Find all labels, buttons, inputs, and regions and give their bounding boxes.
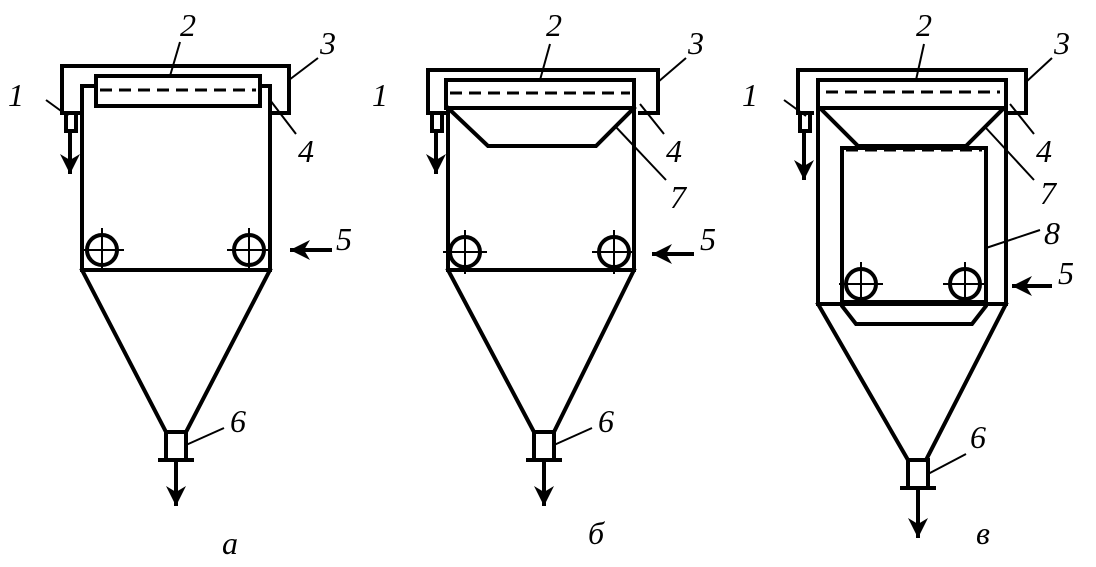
drain-spout: [430, 111, 444, 133]
leader-3: [288, 57, 319, 81]
label-4: 4: [298, 133, 314, 169]
caption-c: в: [976, 515, 990, 551]
label-2: 2: [546, 7, 562, 43]
label-1: 1: [8, 77, 24, 113]
panel-a: 1 2 3 4 5 6 а: [8, 7, 352, 561]
leader-1: [783, 99, 807, 117]
inlet-pipe-right: [943, 262, 987, 306]
leader-3: [657, 57, 687, 83]
drain-spout: [64, 111, 78, 133]
vessel-body: [80, 84, 272, 272]
leader-2: [169, 41, 181, 77]
leader-7: [614, 125, 667, 181]
leader-6: [553, 427, 593, 446]
vessel-body: [446, 106, 636, 272]
sloped-collector: [819, 107, 1005, 148]
inlet-pipe-right: [592, 230, 636, 274]
label-3: 3: [1053, 25, 1070, 61]
leader-4: [269, 99, 297, 135]
label-1: 1: [372, 77, 388, 113]
label-6: 6: [598, 403, 614, 439]
inner-vessel: [840, 146, 988, 326]
trough-outer: [426, 68, 660, 115]
drain-spout: [798, 111, 812, 133]
label-1: 1: [742, 77, 758, 113]
outlet-nozzle: [532, 430, 556, 462]
label-5: 5: [1058, 255, 1074, 291]
label-5: 5: [700, 221, 716, 257]
panel-b: 1 2 3 4 5 6 7 б: [372, 7, 716, 551]
trough-outer: [796, 68, 1028, 115]
cone: [79, 267, 273, 435]
inlet-pipe-left: [443, 230, 487, 274]
leader-7: [985, 127, 1035, 181]
caption-b: б: [588, 515, 605, 551]
label-3: 3: [319, 25, 336, 61]
label-7: 7: [670, 179, 688, 215]
inlet-pipe-left: [839, 262, 883, 306]
label-4: 4: [1036, 133, 1052, 169]
leader-6: [927, 453, 967, 475]
label-5: 5: [336, 221, 352, 257]
sloped-collector: [445, 105, 637, 148]
label-6: 6: [230, 403, 246, 439]
cone: [815, 301, 1009, 463]
panel-c: 1 2 3 4 5 6 7 8 в: [742, 7, 1074, 551]
leader-2: [915, 43, 925, 81]
leader-1: [45, 99, 69, 117]
cone: [445, 267, 637, 435]
vessel-body: [816, 78, 1008, 306]
outlet-nozzle: [906, 458, 930, 490]
inlet-pipe-right: [227, 228, 271, 272]
trough-outer: [60, 64, 291, 115]
label-6: 6: [970, 419, 986, 455]
leader-3: [1025, 57, 1053, 83]
inlet-pipe-left: [80, 228, 124, 272]
outlet-nozzle: [164, 430, 188, 462]
label-7: 7: [1040, 175, 1058, 211]
screen-frame: [94, 74, 262, 108]
label-2: 2: [180, 7, 196, 43]
caption-a: а: [222, 525, 238, 561]
label-2: 2: [916, 7, 932, 43]
leader-4: [1009, 103, 1035, 135]
leader-4: [639, 103, 665, 135]
leader-6: [185, 427, 225, 446]
label-3: 3: [687, 25, 704, 61]
label-8: 8: [1044, 215, 1060, 251]
leader-2: [539, 43, 551, 81]
leader-8: [985, 229, 1041, 249]
label-4: 4: [666, 133, 682, 169]
